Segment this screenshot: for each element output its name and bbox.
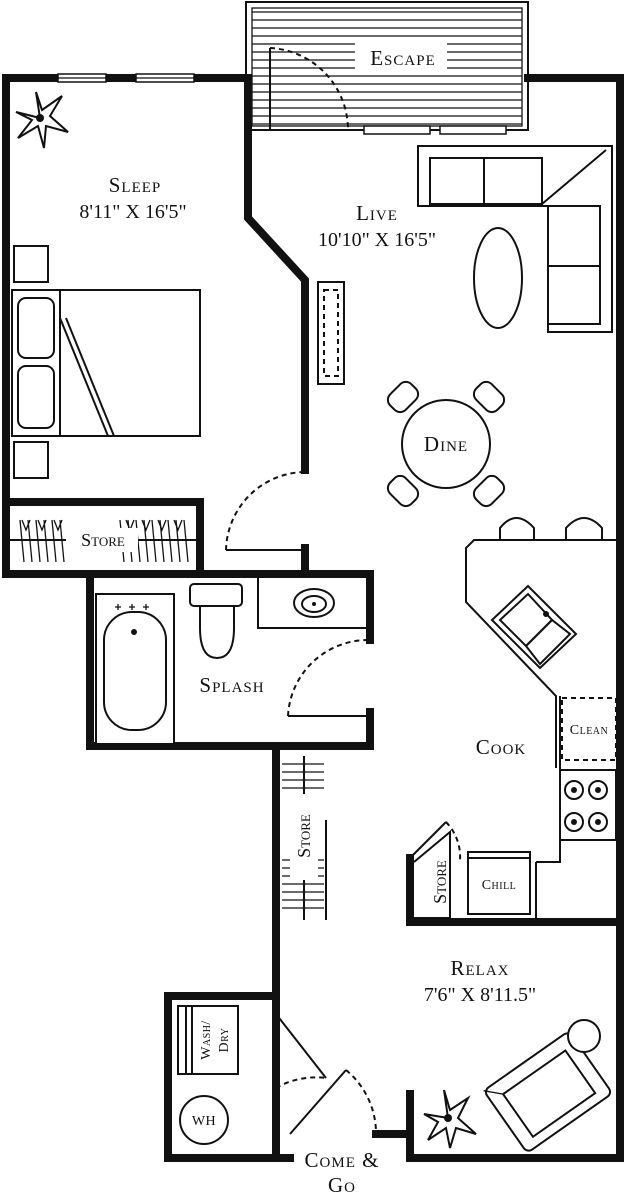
stove <box>559 769 617 841</box>
plant-icon <box>423 1089 477 1149</box>
balcony-slats <box>251 7 523 127</box>
room-name-store-hall: Store <box>294 814 314 858</box>
room-dims-sleep: 8'11" X 16'5" <box>79 201 186 223</box>
nightstand-top <box>13 245 49 283</box>
bathtub <box>95 593 175 745</box>
sink-kitchen <box>490 584 578 670</box>
room-dims-live: 10'10" X 16'5" <box>318 229 436 251</box>
water-heater <box>179 1095 229 1145</box>
room-name-store-bedroom: Store <box>81 530 125 550</box>
dining-set <box>386 380 506 508</box>
toilet <box>189 583 243 660</box>
label-wash: Wash/ <box>199 1020 214 1060</box>
label-chill: Chill <box>482 878 517 893</box>
bar-stools <box>499 517 603 540</box>
label-dry: Dry <box>217 1028 232 1053</box>
tv-console <box>317 281 345 385</box>
closet-bedroom <box>10 519 196 563</box>
armchair <box>483 1032 612 1152</box>
room-name-entry-line1: Come & <box>305 1148 380 1172</box>
window-balcony <box>363 125 507 135</box>
closet-hall <box>282 756 327 920</box>
nightstand-bottom <box>13 441 49 479</box>
room-name-splash: Splash <box>199 673 264 697</box>
room-name-store-kitchen: Store <box>430 860 450 904</box>
washer-dryer <box>177 1005 239 1075</box>
window-bedroom <box>57 73 195 83</box>
bed <box>11 289 201 437</box>
room-name-cook: Cook <box>476 735 527 759</box>
refrigerator <box>467 851 531 915</box>
label-clean: Clean <box>570 723 609 738</box>
room-name-relax: Relax <box>451 956 510 980</box>
room-name-dine: Dine <box>424 432 468 456</box>
room-dims-relax: 7'6" X 8'11.5" <box>424 984 536 1006</box>
door-laundry <box>275 1013 327 1079</box>
room-name-live: Live <box>356 201 398 225</box>
label-wh: WH <box>192 1114 216 1129</box>
sectional-sofa <box>417 145 613 333</box>
side-table <box>567 1019 601 1053</box>
dishwasher <box>561 697 617 761</box>
room-name-sleep: Sleep <box>109 173 162 197</box>
room-name-escape: Escape <box>370 46 436 70</box>
door-entry <box>289 1069 347 1135</box>
walls <box>2 74 624 1162</box>
room-name-entry-line2: Go <box>328 1173 356 1195</box>
plant-icon <box>15 91 69 149</box>
coffee-table <box>473 227 523 329</box>
door-kitchen-store <box>409 821 447 859</box>
balcony <box>245 1 529 131</box>
vanity <box>257 578 366 629</box>
